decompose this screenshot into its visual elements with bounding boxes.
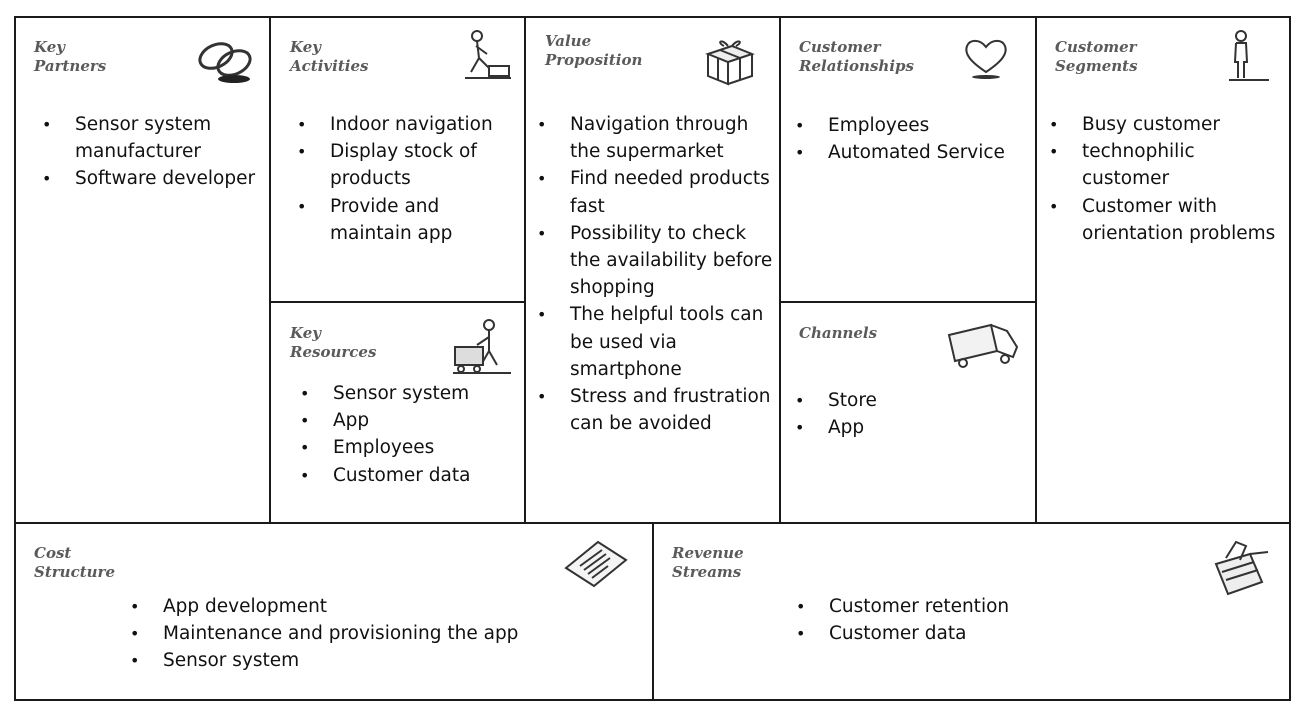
channels-title: Channels [799, 324, 877, 343]
key-resources-title: Key Resources [290, 324, 376, 362]
customer-relationships-title: Customer Relationships [799, 38, 914, 76]
invoice-icon [562, 538, 632, 590]
revenue-streams-title-line-2: Streams [672, 563, 742, 581]
key-activities-box: Key Activities Indoor navigation Display… [269, 16, 526, 303]
customer-segments-title-line-2: Segments [1055, 57, 1138, 75]
cost-structure-title-line-1: Cost [34, 544, 72, 562]
cost-structure-box: Cost Structure App development Maintenan… [14, 522, 654, 701]
list-item: Possibility to check the availability be… [537, 220, 777, 302]
customer-segments-title: Customer Segments [1055, 38, 1138, 76]
customer-segments-box: Customer Segments Busy customer technoph… [1035, 16, 1291, 524]
chain-links-icon [194, 36, 256, 86]
cost-structure-title-line-2: Structure [34, 563, 115, 581]
list-item: Customer retention [796, 593, 1236, 620]
key-partners-title-line-1: Key [34, 38, 65, 56]
worker-with-cart-icon [451, 317, 513, 379]
list-item: Find needed products fast [537, 165, 777, 219]
value-proposition-title: Value Proposition [545, 32, 642, 70]
value-proposition-list: Navigation through the supermarket Find … [537, 111, 777, 437]
list-item: Store [795, 387, 1033, 414]
person-icon [1227, 28, 1271, 86]
key-activities-title-line-1: Key [290, 38, 321, 56]
list-item: Provide and maintain app [297, 193, 522, 247]
customer-segments-title-line-1: Customer [1055, 38, 1137, 56]
list-item: Software developer [42, 165, 257, 192]
value-proposition-title-line-2: Proposition [545, 51, 643, 69]
list-item: Maintenance and provisioning the app [130, 620, 630, 647]
list-item: Busy customer [1049, 111, 1287, 138]
list-item: Navigation through the supermarket [537, 111, 777, 165]
gift-box-icon [702, 36, 756, 88]
key-resources-title-line-2: Resources [290, 343, 377, 361]
key-resources-title-line-1: Key [290, 324, 321, 342]
revenue-streams-title: Revenue Streams [672, 544, 744, 582]
list-item: Sensor system [130, 647, 630, 674]
list-item: Sensor system [300, 380, 522, 407]
value-proposition-box: Value Proposition Navigation through the… [524, 16, 781, 524]
channels-box: Channels Store App [779, 301, 1037, 524]
customer-segments-list: Busy customer technophilic customer Cust… [1049, 111, 1287, 247]
revenue-streams-box: Revenue Streams Customer retention Custo… [652, 522, 1291, 701]
list-item: Customer data [300, 462, 522, 489]
list-item: Customer with orientation problems [1049, 193, 1287, 247]
key-partners-list: Sensor system manufacturer Software deve… [42, 111, 257, 193]
list-item: Automated Service [795, 139, 1033, 166]
value-proposition-title-line-1: Value [545, 32, 592, 50]
list-item: technophilic customer [1049, 138, 1287, 192]
key-resources-box: Key Resources Sensor system App Employee… [269, 301, 526, 524]
list-item: Stress and frustration can be avoided [537, 383, 777, 437]
key-activities-title-line-2: Activities [290, 57, 369, 75]
customer-relationships-box: Customer Relationships Employees Automat… [779, 16, 1037, 303]
list-item: App [795, 414, 1033, 441]
revenue-streams-list: Customer retention Customer data [796, 593, 1236, 648]
list-item: The helpful tools can be used via smartp… [537, 301, 777, 383]
customer-relationships-title-line-2: Relationships [799, 57, 914, 75]
key-resources-list: Sensor system App Employees Customer dat… [300, 380, 522, 489]
cash-register-icon [1210, 536, 1276, 602]
worker-icon [459, 28, 515, 86]
key-partners-title: Key Partners [34, 38, 106, 76]
list-item: App development [130, 593, 630, 620]
key-activities-list: Indoor navigation Display stock of produ… [297, 111, 522, 247]
truck-icon [947, 321, 1019, 371]
customer-relationships-title-line-1: Customer [799, 38, 881, 56]
revenue-streams-title-line-1: Revenue [672, 544, 744, 562]
channels-title-line-1: Channels [799, 324, 878, 342]
cost-structure-title: Cost Structure [34, 544, 115, 582]
list-item: Sensor system manufacturer [42, 111, 257, 165]
list-item: Indoor navigation [297, 111, 522, 138]
customer-relationships-list: Employees Automated Service [795, 112, 1033, 167]
heart-icon [961, 36, 1011, 82]
list-item: Employees [300, 434, 522, 461]
channels-list: Store App [795, 387, 1033, 442]
key-partners-box: Key Partners Sensor system manufacturer … [14, 16, 271, 524]
key-partners-title-line-2: Partners [34, 57, 107, 75]
key-activities-title: Key Activities [290, 38, 368, 76]
cost-structure-list: App development Maintenance and provisio… [130, 593, 630, 675]
list-item: Customer data [796, 620, 1236, 647]
list-item: Employees [795, 112, 1033, 139]
list-item: App [300, 407, 522, 434]
list-item: Display stock of products [297, 138, 522, 192]
